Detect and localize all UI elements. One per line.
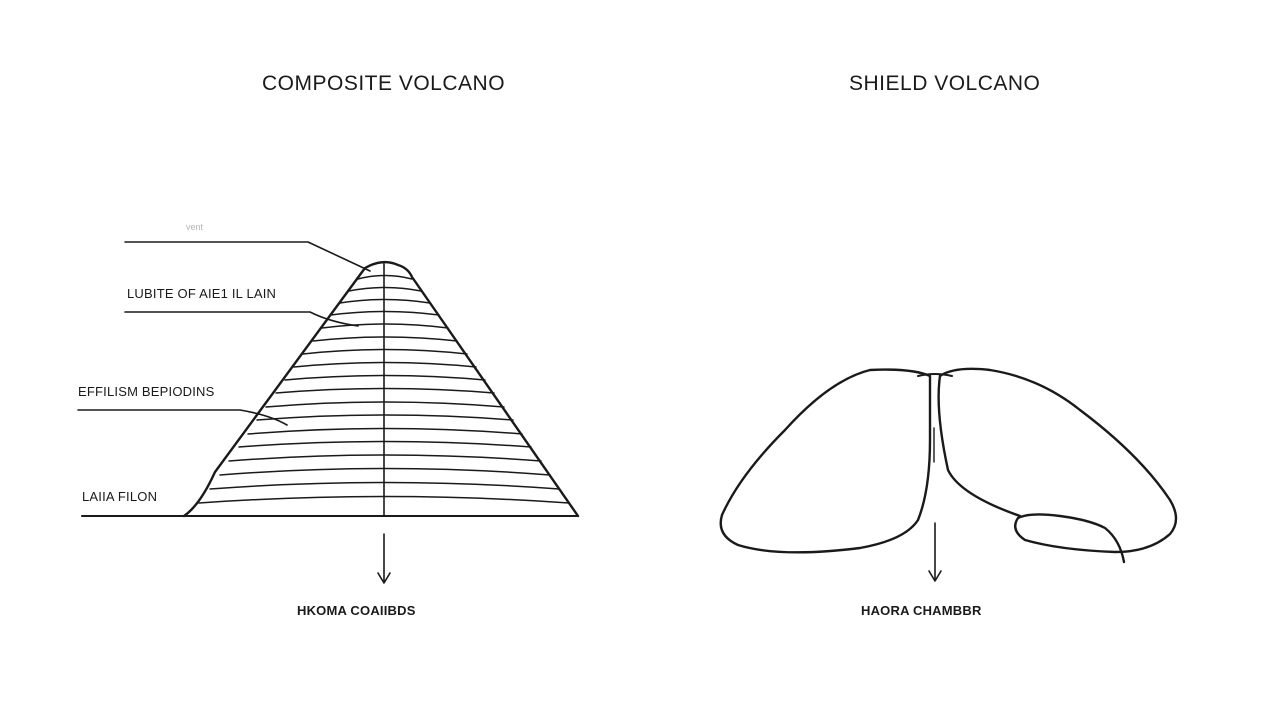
stratum-layer bbox=[209, 481, 560, 490]
stratum-layer bbox=[312, 336, 458, 342]
shield-right-lobe-inner bbox=[937, 374, 1022, 518]
stratum-layer bbox=[284, 374, 486, 381]
leader-line-layer bbox=[124, 311, 359, 327]
composite-vent-label: vent bbox=[186, 222, 204, 232]
composite-layer-label: LUBITE OF AIE1 IL LAIN bbox=[127, 286, 277, 301]
stratum-layer bbox=[330, 310, 440, 316]
composite-chamber-arrow-head bbox=[377, 572, 391, 584]
stratum-layer bbox=[256, 414, 514, 421]
stratum-layer bbox=[228, 454, 542, 462]
stratum-layer bbox=[357, 274, 413, 280]
stratum-layer bbox=[247, 427, 523, 435]
stratum-layer bbox=[348, 286, 422, 292]
shield-volcano-title: SHIELD VOLCANO bbox=[849, 72, 1041, 95]
composite-volcano-title: COMPOSITE VOLCANO bbox=[262, 72, 506, 95]
stratum-layer bbox=[265, 401, 505, 408]
stratum-layer bbox=[302, 348, 468, 355]
stratum-layer bbox=[219, 467, 551, 476]
composite-magma-chamber-label: HKOMA COAIIBDS bbox=[297, 603, 416, 618]
composite-lava-flow-label: LAIIA FILON bbox=[82, 489, 158, 504]
stratum-layer bbox=[339, 298, 431, 304]
composite-strata-layers bbox=[198, 274, 570, 504]
shield-summit bbox=[917, 373, 953, 377]
shield-magma-chamber-label: HAORA CHAMBBR bbox=[861, 603, 982, 618]
stratum-layer bbox=[238, 440, 532, 448]
shield-chamber-arrow-head bbox=[928, 570, 942, 582]
shield-right-lobe bbox=[938, 367, 1178, 564]
leader-line-top bbox=[124, 241, 371, 272]
composite-volcano-outline bbox=[182, 260, 580, 518]
leader-line-deposits bbox=[77, 409, 288, 426]
shield-left-lobe bbox=[719, 368, 932, 554]
stratum-layer bbox=[321, 323, 449, 329]
stratum-layer bbox=[198, 495, 570, 504]
stratum-layer bbox=[293, 361, 477, 368]
composite-deposits-label: EFFILISM BEPIODINS bbox=[78, 384, 215, 399]
stratum-layer bbox=[275, 387, 495, 394]
